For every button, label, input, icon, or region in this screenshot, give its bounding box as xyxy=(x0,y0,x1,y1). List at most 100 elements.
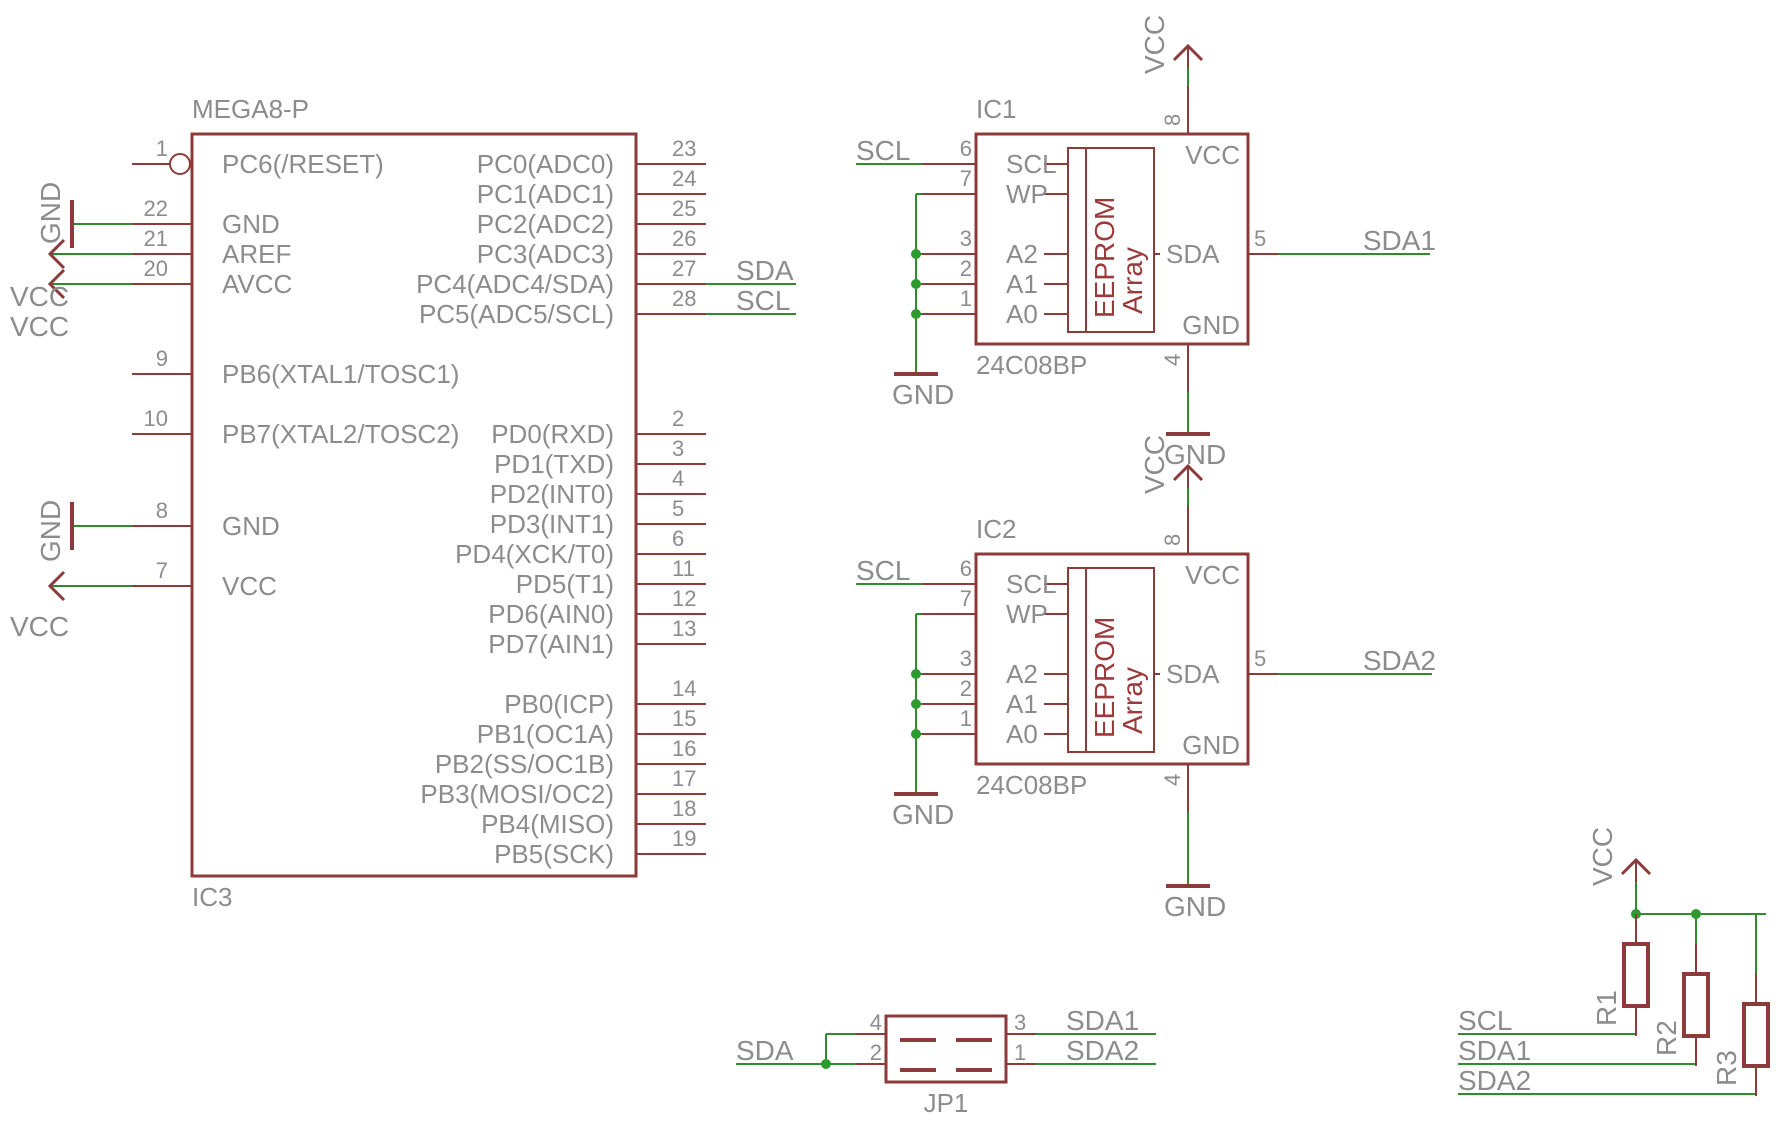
ic3-value: MEGA8-P xyxy=(192,94,309,124)
eeprom-block-label: Array xyxy=(1117,247,1148,314)
eeprom-pin-number: 8 xyxy=(1160,114,1185,126)
ic3-pin-number: 15 xyxy=(672,706,696,731)
net-label-sda: SDA2 xyxy=(1363,645,1436,676)
junction-dot xyxy=(911,309,921,319)
ic3-pin-number: 1 xyxy=(156,136,168,161)
resistor-body xyxy=(1742,1002,1770,1068)
ic3-name: IC3 xyxy=(192,882,232,912)
components xyxy=(47,43,1770,1096)
jp1-pin-number: 2 xyxy=(870,1040,882,1065)
net-label-gnd: GND xyxy=(892,379,954,410)
eeprom-pin-label: VCC xyxy=(1185,140,1240,170)
ic3-pin-label: VCC xyxy=(222,571,277,601)
net-label-vcc: VCC xyxy=(1139,435,1170,494)
vcc-symbol xyxy=(47,238,66,270)
eeprom-pin-number: 6 xyxy=(960,136,972,161)
eeprom-pin-label: A2 xyxy=(1006,239,1038,269)
net-label-gnd: GND xyxy=(1164,439,1226,470)
ic3-pin-label: AVCC xyxy=(222,269,292,299)
ic3-pin-number: 19 xyxy=(672,826,696,851)
ic3-pin-label: PC5(ADC5/SCL) xyxy=(419,299,614,329)
net-label-vcc: VCC xyxy=(10,611,69,642)
jp1-body xyxy=(884,1014,1008,1084)
eeprom-name: IC2 xyxy=(976,514,1016,544)
ic3-pin-number: 5 xyxy=(672,496,684,521)
net-label-vcc: VCC xyxy=(1587,827,1618,886)
net-label-scl: SCL xyxy=(856,135,910,166)
net-label-gnd: GND xyxy=(35,500,66,562)
eeprom-body xyxy=(974,552,1250,766)
vcc-symbol xyxy=(47,570,66,602)
net-label-gnd: GND xyxy=(35,182,66,244)
resistor-name: R1 xyxy=(1591,990,1622,1026)
jp1-name: JP1 xyxy=(924,1088,969,1118)
eeprom-pin-number: 2 xyxy=(960,676,972,701)
net-label-gnd: GND xyxy=(892,799,954,830)
net-label-scl: SCL xyxy=(1458,1005,1512,1036)
ic3-pin-label: PD7(AIN1) xyxy=(488,629,614,659)
net-label-sda2: SDA2 xyxy=(1458,1065,1531,1096)
eeprom-block-label: EEPROM xyxy=(1089,617,1120,738)
junction-dot xyxy=(911,279,921,289)
ic3-pin-number: 11 xyxy=(672,556,695,581)
net-label-sda1: SDA1 xyxy=(1458,1035,1531,1066)
ic3-pin-number: 16 xyxy=(672,736,696,761)
resistor-body xyxy=(1622,942,1650,1008)
eeprom-pin-number: 3 xyxy=(960,226,972,251)
eeprom-array-inner xyxy=(1085,147,1155,333)
jp1-pin-number: 1 xyxy=(1014,1040,1026,1065)
eeprom-block-label: Array xyxy=(1117,667,1148,734)
junction-dot xyxy=(821,1059,831,1069)
eeprom-pin-label: A2 xyxy=(1006,659,1038,689)
junction-dot xyxy=(1691,909,1701,919)
ic3-pin-number: 8 xyxy=(156,498,168,523)
eeprom-pin-label: WP xyxy=(1006,179,1048,209)
ic3-pin-number: 26 xyxy=(672,226,696,251)
eeprom-pin-number: 4 xyxy=(1160,354,1185,366)
eeprom-pin-number: 4 xyxy=(1160,774,1185,786)
ic3-pin-label: GND xyxy=(222,511,280,541)
ic3-pin-number: 2 xyxy=(672,406,684,431)
ic3-pin-label: PC4(ADC4/SDA) xyxy=(416,269,614,299)
junction-dot xyxy=(911,699,921,709)
eeprom-value: 24C08BP xyxy=(976,770,1087,800)
eeprom-pin-label: VCC xyxy=(1185,560,1240,590)
ic3-pin-label: PB6(XTAL1/TOSC1) xyxy=(222,359,459,389)
resistor-body xyxy=(1682,972,1710,1038)
eeprom-pin-label: SCL xyxy=(1006,569,1057,599)
eeprom-pin-label: A0 xyxy=(1006,719,1038,749)
eeprom-pin-number: 7 xyxy=(960,586,972,611)
ic3-pin-number: 13 xyxy=(672,616,696,641)
ic3-pin-number: 20 xyxy=(144,256,168,281)
eeprom-pin-label: GND xyxy=(1182,310,1240,340)
eeprom-pin-label: GND xyxy=(1182,730,1240,760)
ic3-pin-label: PC1(ADC1) xyxy=(477,179,614,209)
ic3-pin-number: 24 xyxy=(672,166,696,191)
ic3-pin-number: 14 xyxy=(672,676,696,701)
ic3-pin-number: 4 xyxy=(672,466,684,491)
ic3-pin-number: 18 xyxy=(672,796,696,821)
junction-dot xyxy=(911,249,921,259)
ic3-pin-number: 10 xyxy=(144,406,168,431)
eeprom-pin-label: SCL xyxy=(1006,149,1057,179)
ic3-pin-number: 28 xyxy=(672,286,696,311)
labels: MEGA8-PIC31PC6(/RESET)22GND21AREF20AVCC9… xyxy=(10,15,1742,1118)
eeprom-pin-label: SDA xyxy=(1166,659,1220,689)
ic3-pin-number: 3 xyxy=(672,436,684,461)
jp1-pin-number: 4 xyxy=(870,1010,882,1035)
ic3-pin-label: PC6(/RESET) xyxy=(222,149,384,179)
eeprom-pin-number: 7 xyxy=(960,166,972,191)
net-label-scl: SCL xyxy=(856,555,910,586)
eeprom-pin-number: 6 xyxy=(960,556,972,581)
eeprom-array-inner xyxy=(1085,567,1155,753)
eeprom-pin-number: 8 xyxy=(1160,534,1185,546)
net-label-vcc: VCC xyxy=(10,281,69,312)
net-label-sda: SDA xyxy=(736,255,794,286)
ic3-pin-label: PC0(ADC0) xyxy=(477,149,614,179)
eeprom-body xyxy=(974,132,1250,346)
ic3-body xyxy=(190,132,638,878)
ic3-pin-number: 7 xyxy=(156,558,168,583)
ic3-pin-label: PC2(ADC2) xyxy=(477,209,614,239)
ic3-pin-number: 17 xyxy=(672,766,696,791)
